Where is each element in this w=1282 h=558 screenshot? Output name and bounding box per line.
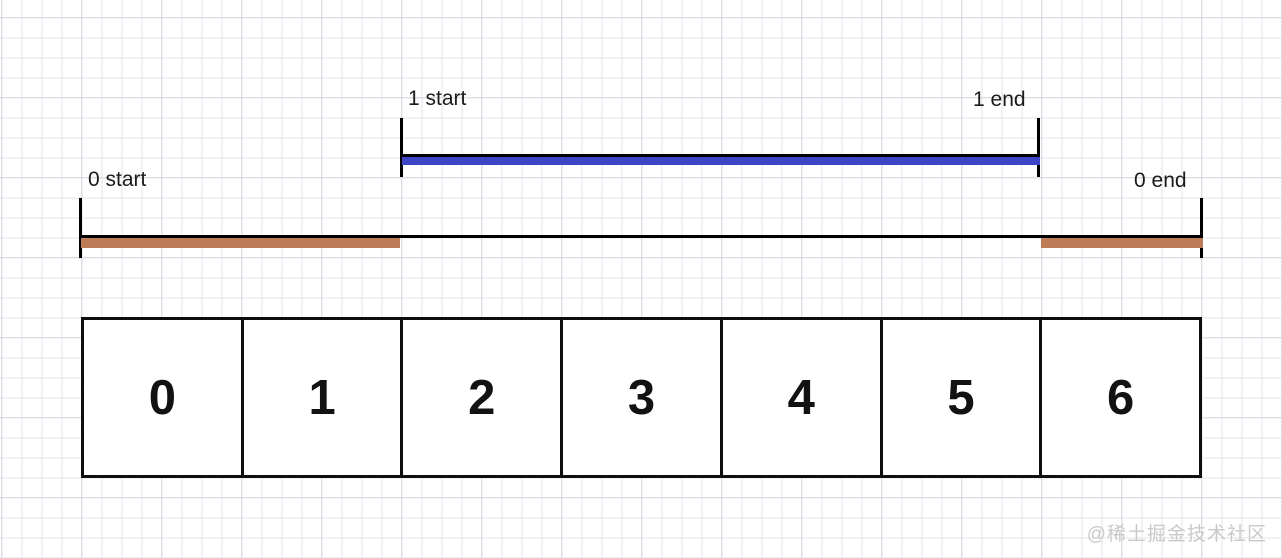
array-cell-5: 5 <box>883 320 1043 475</box>
array-cell-0: 0 <box>84 320 244 475</box>
interval-1-end-tick <box>1037 118 1040 177</box>
array-cell-6: 6 <box>1107 370 1135 425</box>
watermark: @稀土掘金技术社区 <box>1086 524 1267 545</box>
interval-0-end-label: 0 end <box>1134 169 1187 192</box>
interval-0-end-tick <box>1200 198 1203 258</box>
interval-0-start-tick <box>79 198 82 258</box>
interval-1-end-label: 1 end <box>973 88 1026 111</box>
interval-1-bar <box>402 157 1040 165</box>
array-cell-3: 3 <box>563 320 723 475</box>
interval-1-start-label: 1 start <box>408 87 467 110</box>
interval-0-start-label: 0 start <box>88 168 147 191</box>
interval-0-line <box>81 235 1203 238</box>
array-cell-2: 2 <box>403 320 564 475</box>
array-cell-4: 4 <box>723 320 883 475</box>
interval-1-line <box>402 154 1040 157</box>
interval-0-bar-left <box>81 238 400 248</box>
array-row: 0 1 2 3 4 5 6 <box>81 317 1202 478</box>
interval-1-start-tick <box>400 118 403 177</box>
interval-0-bar-right <box>1041 238 1203 248</box>
array-cell-1: 1 <box>244 320 404 475</box>
